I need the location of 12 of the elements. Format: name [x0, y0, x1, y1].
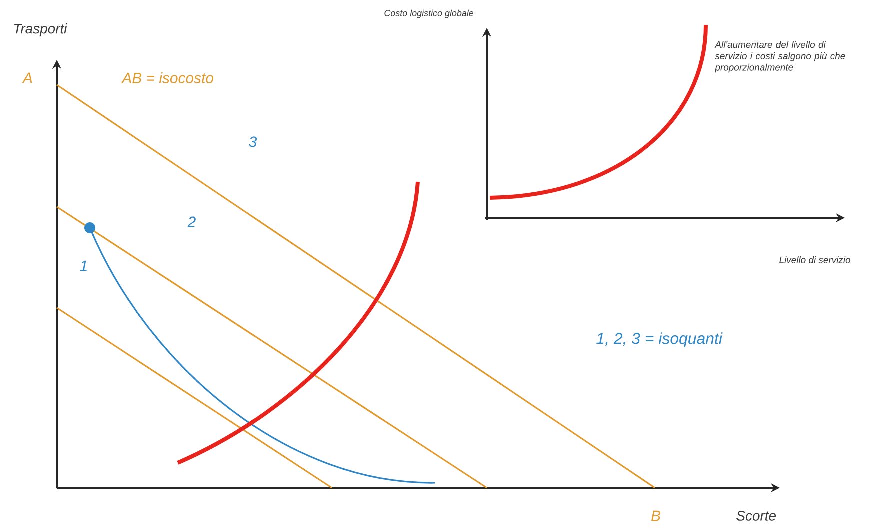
- axis-label: Trasporti: [14, 24, 68, 36]
- curve-label: 1: [80, 260, 87, 272]
- legend-text: AB = isocosto: [121, 72, 214, 84]
- axis-label: Costo logistico globale: [384, 10, 474, 18]
- legend-text: 1, 2, 3 = isoquanti: [596, 332, 723, 348]
- point-label: A: [22, 72, 32, 84]
- axis-label: Livello di servizio: [780, 256, 850, 264]
- axis-label: Scorte: [736, 511, 776, 521]
- point-label: B: [651, 510, 660, 522]
- curve-label: 3: [249, 136, 258, 148]
- annotation-text: All'aumentare del livello di servizio i costi salgono più che proporzionalmente: [714, 41, 846, 73]
- curve-label: 2: [188, 216, 196, 228]
